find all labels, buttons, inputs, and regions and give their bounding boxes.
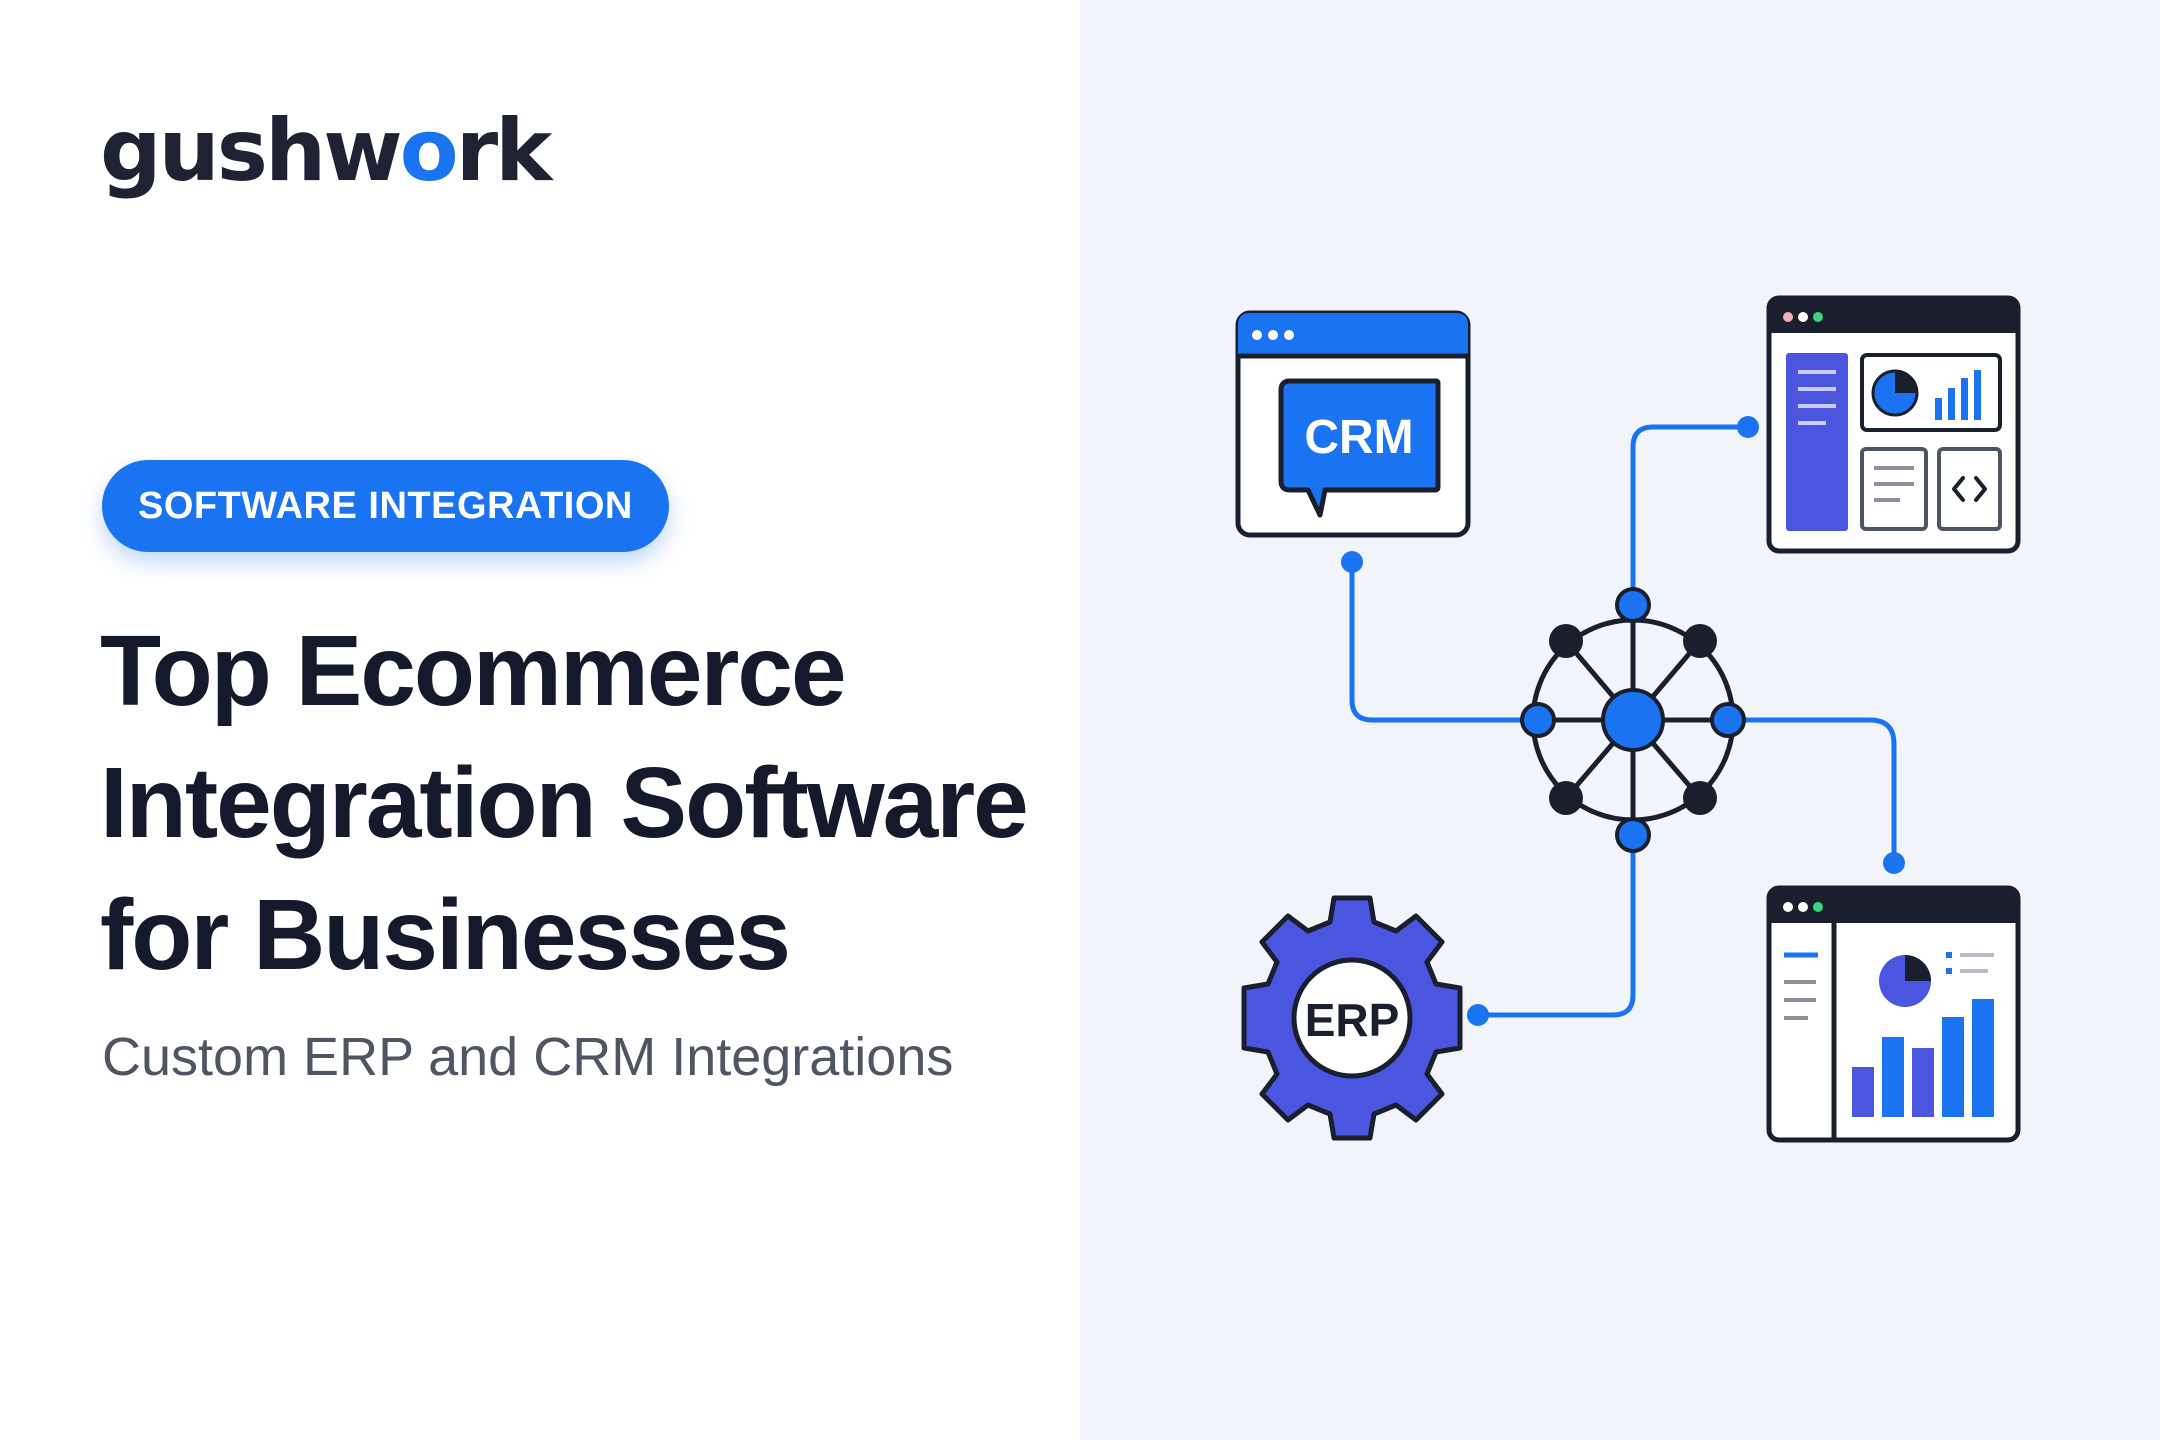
subtitle: Custom ERP and CRM Integrations xyxy=(102,1027,954,1087)
network-hub-icon xyxy=(1520,587,1746,853)
crm-chat-bubble xyxy=(1278,378,1441,518)
dashboard-window-icon xyxy=(1766,295,2021,554)
logo-text-o: o xyxy=(399,101,459,201)
dashboard-endpoint xyxy=(1737,416,1759,438)
hub-analytics-connector xyxy=(1727,717,1897,866)
crm-hub-connector xyxy=(1349,559,1543,723)
title-line-1: Top Ecommerce xyxy=(100,615,847,727)
integration-diagram: CRM xyxy=(1235,295,2021,1143)
hub-erp-connector xyxy=(1475,832,1636,1018)
bar-chart-icon xyxy=(1935,370,1981,420)
hub-dashboard-connector xyxy=(1630,424,1751,608)
erp-gear-icon: ERP xyxy=(1241,895,1463,1141)
logo-text-prefix: gushw xyxy=(100,101,403,201)
gushwork-logo[interactable]: gushwork xyxy=(100,108,552,194)
logo-text-suffix: rk xyxy=(455,101,553,201)
analytics-window-icon xyxy=(1766,885,2021,1143)
crm-window-icon: CRM xyxy=(1235,310,1471,538)
code-icon xyxy=(1937,447,2002,531)
title-line-2: Integration Software xyxy=(100,747,1029,859)
analytics-endpoint xyxy=(1883,852,1905,874)
page-title: Top Ecommerce Integration Software for B… xyxy=(100,605,1060,1001)
left-panel: gushwork SOFTWARE INTEGRATION Top Ecomme… xyxy=(100,108,1060,1087)
crm-endpoint xyxy=(1341,551,1363,573)
connector-endpoints xyxy=(1341,416,1905,1026)
erp-label: ERP xyxy=(1305,994,1400,1046)
pie-chart-icon xyxy=(1871,369,1919,417)
crm-label: CRM xyxy=(1304,411,1413,464)
connector-lines xyxy=(1349,424,1897,1018)
erp-endpoint xyxy=(1467,1004,1489,1026)
category-badge: SOFTWARE INTEGRATION xyxy=(102,460,669,552)
title-line-3: for Businesses xyxy=(100,879,791,991)
